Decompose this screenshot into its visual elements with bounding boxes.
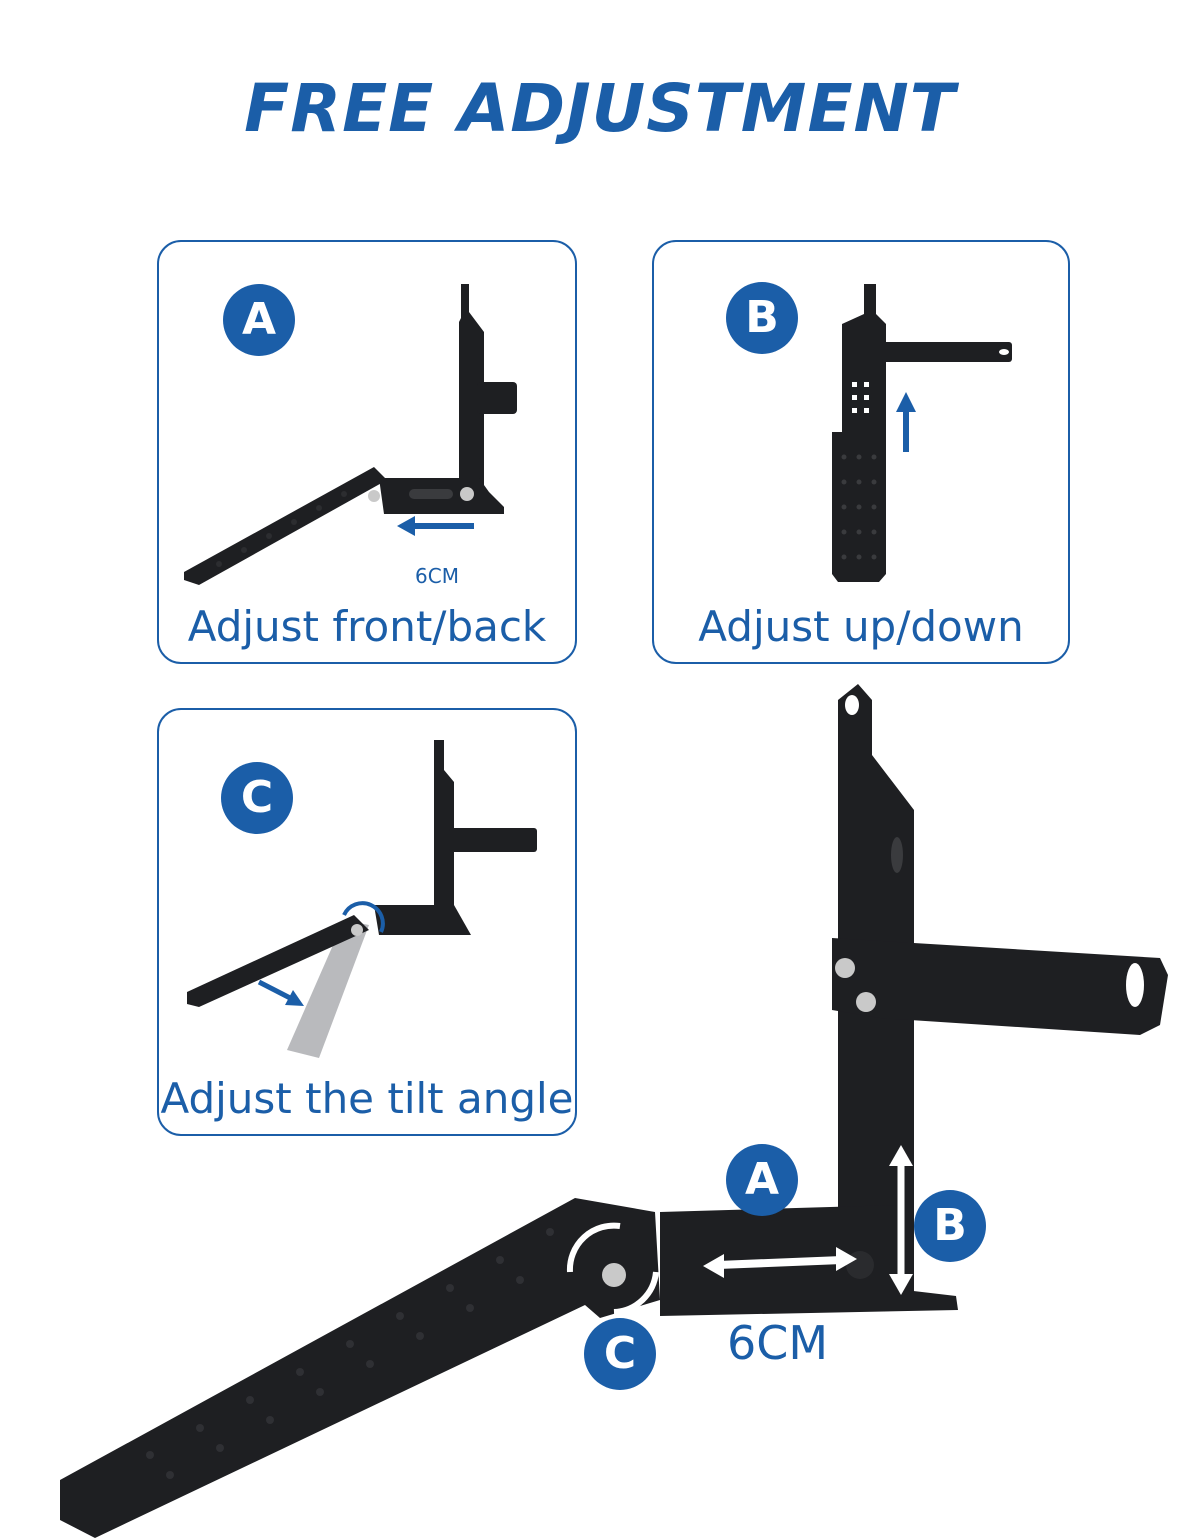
step-image-up-down xyxy=(832,284,1012,582)
main-badge-a: A xyxy=(726,1144,798,1216)
badge-a: A xyxy=(223,284,295,356)
step-image-front-back xyxy=(184,284,517,585)
panel-label-b: Adjust up/down xyxy=(698,602,1024,651)
horizontal-adjust-arrow-icon xyxy=(717,1256,843,1269)
tilt-arrow-icon xyxy=(257,979,296,1003)
measure-label-a: 6CM xyxy=(415,564,459,588)
main-badge-c: C xyxy=(584,1318,656,1390)
page-title: FREE ADJUSTMENT xyxy=(244,70,956,147)
step-image-tilt-angle xyxy=(187,740,537,1058)
panel-front-back: A 6CM Adjust front/back xyxy=(157,240,577,664)
main-badge-b: B xyxy=(914,1190,986,1262)
badge-b: B xyxy=(726,282,798,354)
badge-c: C xyxy=(221,762,293,834)
panel-label-c: Adjust the tilt angle xyxy=(160,1074,574,1123)
panel-label-a: Adjust front/back xyxy=(187,602,547,651)
panel-up-down: B Adjust up/down xyxy=(652,240,1070,664)
main-measure-label: 6CM xyxy=(727,1316,829,1370)
panel-tilt-angle: C Adjust the tilt angle xyxy=(157,708,577,1136)
